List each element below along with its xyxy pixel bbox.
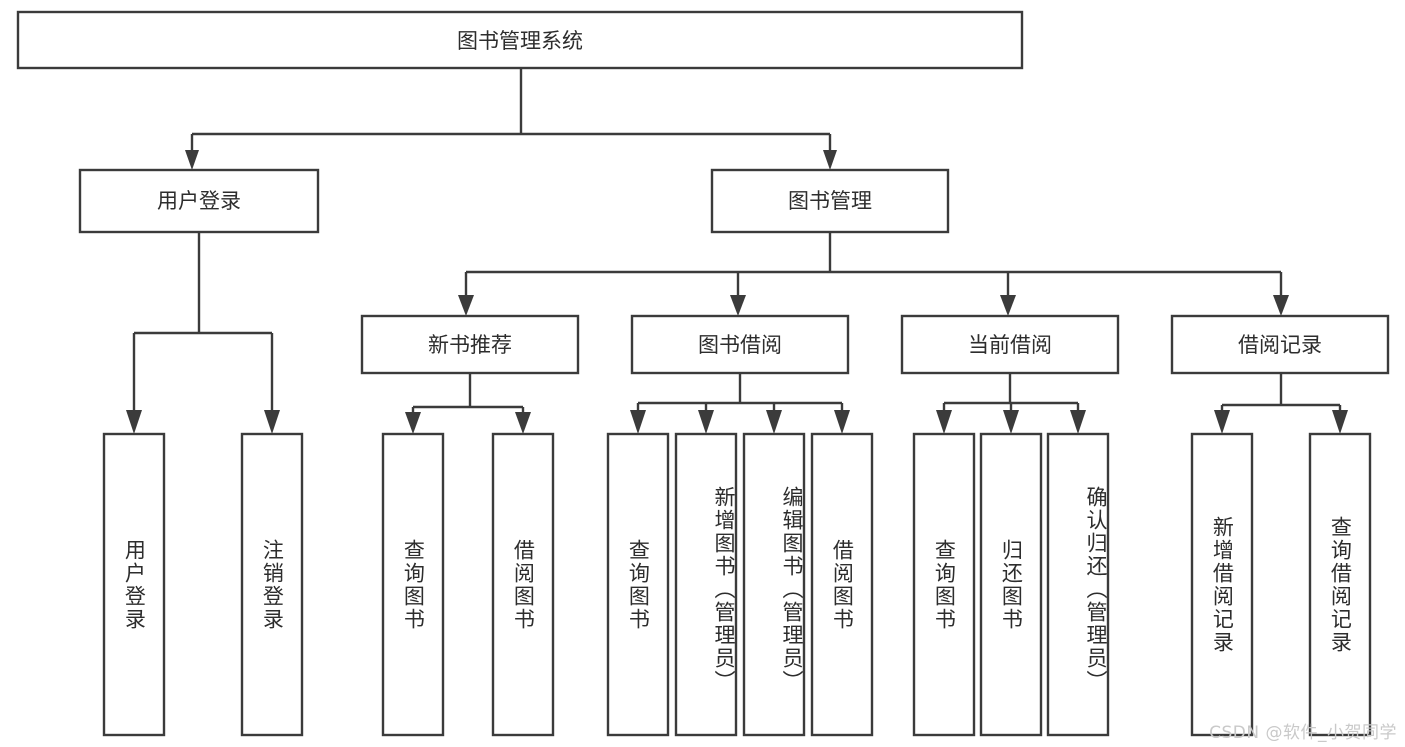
node-leaf-query-book-3[interactable]	[912, 432, 976, 737]
arrow-head-leaf-borrow-book-2	[834, 410, 850, 434]
node-leaf-borrow-book-1[interactable]	[491, 432, 555, 737]
arrow-head-leaf-add-book	[698, 410, 714, 434]
node-current-borrow-label: 当前借阅	[968, 333, 1052, 357]
node-root-label: 图书管理系统	[457, 29, 583, 53]
node-leaf-edit-book[interactable]	[742, 432, 806, 737]
arrow-head-user-login	[185, 150, 199, 170]
arrow-head-leaf-logout-login	[264, 410, 280, 434]
node-leaf-confirm-return[interactable]	[1046, 432, 1110, 737]
node-borrow-record[interactable]	[1170, 314, 1390, 375]
watermark-text: CSDN @软件_小贺同学	[1209, 723, 1397, 743]
node-leaf-borrow-book-2[interactable]	[810, 432, 874, 737]
arrow-head-leaf-borrow-book-1	[515, 412, 531, 434]
node-book-management[interactable]	[710, 168, 950, 234]
arrow-head-leaf-return-book	[1003, 410, 1019, 434]
node-current-borrow[interactable]	[900, 314, 1120, 375]
node-leaf-add-book[interactable]	[674, 432, 738, 737]
node-user-login-label: 用户登录	[157, 189, 241, 213]
node-leaf-add-record[interactable]	[1190, 432, 1254, 737]
node-new-book-recommend-label: 新书推荐	[428, 333, 512, 357]
arrow-head-leaf-edit-book	[766, 410, 782, 434]
arrow-head-new-book-recommend	[458, 295, 474, 316]
node-book-borrow[interactable]	[630, 314, 850, 375]
arrow-head-leaf-query-book-1	[405, 412, 421, 434]
arrow-head-leaf-add-record	[1214, 410, 1230, 434]
node-book-borrow-label: 图书借阅	[698, 333, 782, 357]
arrow-head-leaf-query-book-3	[936, 410, 952, 434]
arrow-head-current-borrow	[1000, 295, 1016, 316]
arrow-head-book-management	[823, 150, 837, 170]
arrow-head-leaf-confirm-return	[1070, 410, 1086, 434]
connector-layer	[126, 68, 1348, 434]
node-root[interactable]	[16, 10, 1024, 70]
arrow-head-borrow-record	[1273, 295, 1289, 316]
node-book-management-label: 图书管理	[788, 189, 872, 213]
arrow-head-book-borrow	[730, 295, 746, 316]
node-layer: 图书管理系统 用户登录 图书管理 新书推荐 图书借阅 当前借阅 借阅记录	[16, 10, 1390, 737]
node-user-login[interactable]	[78, 168, 320, 234]
node-new-book-recommend[interactable]	[360, 314, 580, 375]
node-borrow-record-label: 借阅记录	[1238, 333, 1322, 357]
node-leaf-logout-login[interactable]	[240, 432, 304, 737]
node-leaf-query-book-1[interactable]	[381, 432, 445, 737]
node-leaf-return-book[interactable]	[979, 432, 1043, 737]
node-leaf-query-record[interactable]	[1308, 432, 1372, 737]
arrow-head-leaf-user-login	[126, 410, 142, 434]
node-leaf-query-book-2[interactable]	[606, 432, 670, 737]
arrow-head-leaf-query-record	[1332, 410, 1348, 434]
node-leaf-user-login[interactable]	[102, 432, 166, 737]
arrow-head-leaf-query-book-2	[630, 410, 646, 434]
